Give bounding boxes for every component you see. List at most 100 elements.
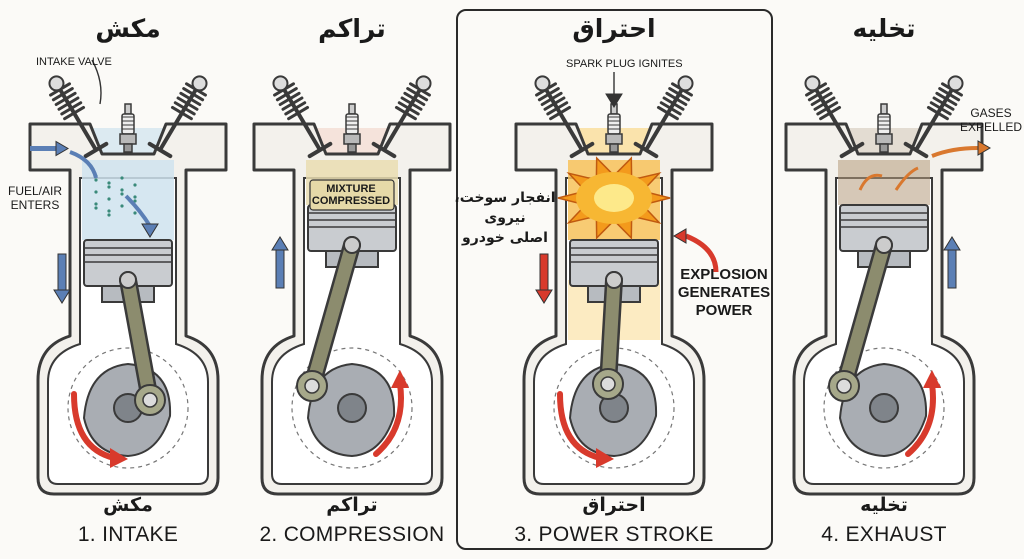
valve-head: [371, 141, 397, 159]
gases-line-1: GASES: [970, 106, 1012, 120]
valve-spring-icon: [371, 75, 432, 159]
valve-spring-coil: [816, 101, 839, 116]
direction-arrow-icon: [943, 236, 961, 289]
power-stroke-highlight-frame: [456, 9, 773, 550]
valve-spring-icon: [147, 75, 208, 159]
explosion-line-1: EXPLOSION: [680, 266, 768, 283]
fuel-droplet: [94, 206, 98, 210]
direction-arrow-head: [943, 236, 961, 251]
crank-pin-center: [304, 378, 320, 394]
valve-spring-coil: [57, 96, 80, 111]
rotation-arrow-arc: [373, 381, 404, 457]
spark-plug-thread: [347, 143, 357, 153]
spark-plug-thread: [123, 143, 133, 153]
rotation-arrow-head: [596, 448, 614, 468]
fuel-droplet: [120, 192, 124, 196]
stroke-panel-exhaust: تخلیه تخلیه 4. EXHAUST: [756, 0, 1012, 559]
direction-arrow-shaft: [539, 253, 549, 291]
valve-head: [633, 141, 659, 159]
valve-stem: [382, 84, 424, 152]
stroke-caption-fa: احتراق: [582, 494, 646, 516]
valve-spring-coil: [179, 91, 202, 107]
valve-spring-icon: [272, 75, 333, 159]
fuel-droplet: [133, 195, 137, 199]
fuel-droplet: [107, 185, 111, 189]
fuel-air-line-2: ENTERS: [10, 198, 60, 212]
stroke-title-fa: تخلیه: [852, 14, 916, 43]
valve-stem: [644, 84, 686, 152]
fuel-droplet: [120, 188, 124, 192]
fuel-droplet: [94, 178, 98, 182]
wrist-pin: [875, 236, 893, 254]
spark-plug-hex: [119, 133, 137, 145]
spark-plug-tip: [348, 103, 356, 115]
mixture-compressed-label: MIXTURE COMPRESSED: [310, 183, 392, 207]
crank-path-circle: [291, 347, 413, 469]
valve-spring-coil: [537, 87, 560, 102]
valve-spring-coil: [549, 105, 572, 121]
rotation-arrow-arc: [71, 391, 117, 461]
valve-stem: [158, 84, 200, 152]
valve-cap: [48, 75, 65, 92]
exhaust-outflow-arrows: [858, 140, 991, 191]
wrist-pin: [343, 236, 361, 254]
valve-spring-coil: [543, 96, 566, 111]
valve-spring-coil: [932, 96, 955, 111]
valve-cap: [947, 75, 964, 92]
spark-plug-tip: [124, 103, 132, 115]
engine-diagram-power: [514, 72, 719, 496]
fa-explosion-line-2: نیروی: [484, 210, 526, 226]
inflow-curve: [69, 150, 98, 179]
valve-spring-coil: [275, 87, 298, 102]
rotation-arrow-icon: [71, 391, 128, 468]
stroke-caption-en: 2. COMPRESSION: [259, 523, 445, 546]
rotation-arrow-head: [391, 370, 409, 388]
spark-plug-hex: [875, 133, 893, 145]
wrist-pin: [605, 271, 623, 289]
outflow-curve: [931, 146, 979, 158]
fuel-air-inflow-arrows: [30, 59, 159, 238]
mixture-line-1: MIXTURE: [326, 183, 376, 195]
fuel-droplet: [120, 176, 124, 180]
exhaust-swirl-2: [894, 166, 919, 191]
valve-spring-coil: [813, 96, 836, 111]
direction-arrow-icon: [271, 236, 289, 289]
wrist-pin: [119, 271, 137, 289]
swirl-arrow-head: [141, 223, 159, 238]
connecting-rod: [837, 238, 891, 393]
stroke-title-fa: تراکم: [318, 14, 386, 43]
fuel-droplet: [94, 202, 98, 206]
rotation-arrow-icon: [557, 391, 614, 468]
fuel-droplet: [133, 183, 137, 187]
direction-arrow-icon: [535, 253, 553, 304]
inflow-arrow-shaft: [30, 146, 56, 151]
spark-plug-icon: [875, 103, 893, 153]
fuel-air-line-1: FUEL/AIR: [7, 184, 62, 198]
valve-stem: [542, 84, 584, 152]
stroke-caption-fa: تخلیه: [860, 494, 908, 516]
crank-pin-center: [836, 378, 852, 394]
valve-cap: [191, 75, 208, 92]
valve-spring-coil: [819, 105, 842, 121]
stroke-caption-fa: مکش: [103, 494, 153, 516]
valve-cap: [272, 75, 289, 92]
combustion-chamber-gas: [838, 160, 930, 205]
crankshaft-main: [869, 393, 899, 423]
valve-spring-coil: [54, 91, 77, 107]
valve-spring-coil: [403, 91, 426, 107]
valve-cap: [677, 75, 694, 92]
valve-spring-coil: [176, 96, 199, 111]
valve-spring-icon: [48, 75, 109, 159]
power-curved-arrow-head: [673, 228, 687, 244]
stroke-caption-en: 4. EXHAUST: [821, 523, 947, 546]
valve-spring-coil: [284, 101, 307, 116]
valve-spring-coil: [281, 96, 304, 111]
crank-path-circle: [823, 347, 945, 469]
direction-arrow-icon: [53, 253, 71, 304]
valve-head: [307, 141, 333, 159]
valve-spring-coil: [278, 91, 301, 107]
piston: [569, 239, 659, 303]
valve-spring-coil: [935, 91, 958, 107]
valve-spring-coil: [394, 105, 417, 121]
valve-spring-coil: [668, 87, 691, 102]
